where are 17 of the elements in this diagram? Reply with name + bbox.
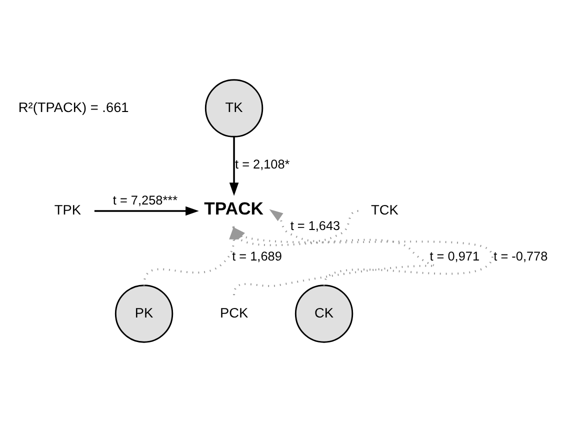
- edge-label: t = 0,971: [430, 248, 480, 263]
- node-text: TCK: [370, 202, 398, 218]
- edge-label: t = 1,689: [232, 248, 282, 263]
- node-text: TPK: [54, 202, 82, 218]
- arrow: [229, 136, 239, 196]
- edge-label: t = 2,108*: [235, 156, 290, 171]
- node-circle: PK: [114, 284, 174, 342]
- node-text: PCK: [220, 304, 248, 320]
- node-text: TPACK: [204, 198, 264, 218]
- arrow: [269, 208, 358, 242]
- edge-label: t = -0,778: [494, 248, 548, 263]
- node-circle: TK: [204, 78, 264, 137]
- arrow: [94, 206, 199, 216]
- node-circle: CK: [294, 284, 354, 342]
- edge-label: t = 7,258***: [112, 192, 178, 208]
- edge-label: t = 1,643: [290, 217, 340, 232]
- label: R²(TPACK) = .661: [18, 99, 129, 114]
